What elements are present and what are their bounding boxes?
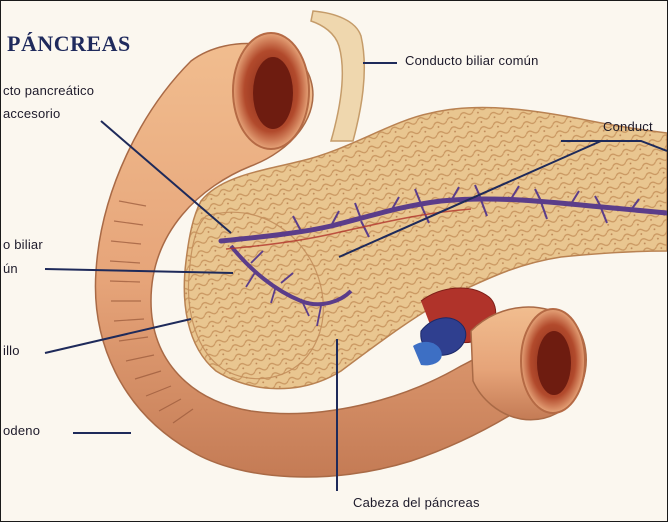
label-accessory-duct-line1: cto pancreático: [3, 83, 94, 98]
common-bile-duct-shape: [311, 11, 364, 141]
label-bile-duct-left-line2: ún: [3, 261, 18, 276]
diagram-title: PÁNCREAS: [7, 31, 131, 57]
label-head-of-pancreas: Cabeza del páncreas: [353, 495, 480, 510]
label-pancreatic-duct: Conduct: [603, 119, 653, 134]
label-accessory-duct-line2: accesorio: [3, 106, 60, 121]
label-duodenum: odeno: [3, 423, 40, 438]
label-bile-duct-left-line1: o biliar: [3, 237, 43, 252]
label-common-bile-duct: Conducto biliar común: [405, 53, 539, 68]
label-ampulla: illo: [3, 343, 20, 358]
